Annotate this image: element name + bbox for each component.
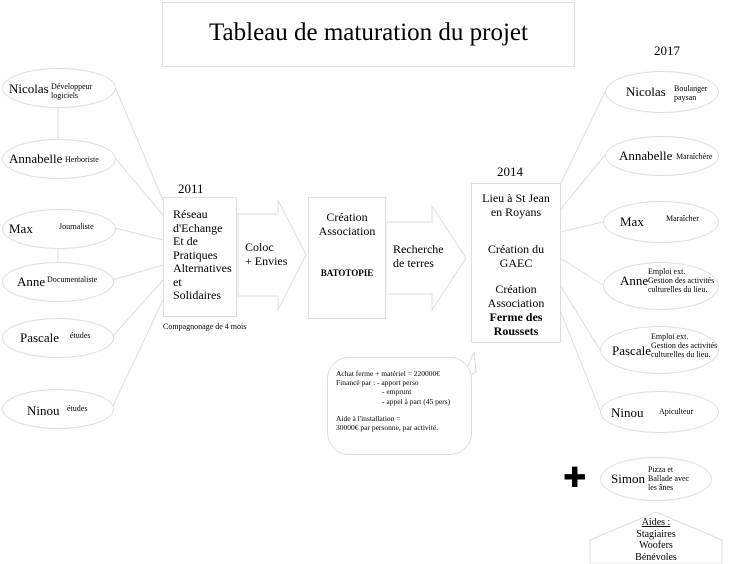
stage-association-box: Création Association BATOTOPIE [308,197,386,319]
arrow-coloc-text: Coloc + Envies [245,240,288,268]
right-person-ninou: Ninou Apiculteur [600,391,719,433]
stage-2014-box: Lieu à St Jean en Royans Création du GAE… [471,183,561,343]
arrow-recherche-text: Recherche de terres [393,242,444,270]
stage-2011-text: Réseau d'Echange Et de Pratiques Alterna… [173,207,232,302]
left-person-ninou: Ninou études [2,389,114,429]
right-person-pascale: Pascale Emploi ext. Gestion des activité… [600,326,719,374]
title-box: Tableau de maturation du projet [162,2,575,67]
right-person-nicolas: Nicolas Boulanger paysan [605,71,719,113]
plus-icon: ✚ [563,461,587,494]
finance-bubble: Achat ferme + matériel = 220000€ Financé… [327,357,472,455]
left-person-max: Max Journaliste [2,209,116,249]
year-2017: 2017 [654,43,680,58]
year-2014: 2014 [497,164,523,179]
year-2011: 2011 [178,181,204,196]
page-title: Tableau de maturation du projet [209,19,528,46]
ferme-des-roussets: Ferme des Roussets [489,310,543,338]
batotopie-label: BATOTOPIE [320,268,374,278]
left-person-nicolas: Nicolas Développeur logiciels [2,68,116,108]
right-person-annabelle: Annabelle Maraîchère [605,136,719,176]
right-person-simon: Simon Pizza et Ballade avec les ânes [600,457,712,501]
stage-2011-box: Réseau d'Echange Et de Pratiques Alterna… [163,197,237,317]
right-person-max: Max Maraîcher [603,201,719,243]
left-person-annabelle: Annabelle Herboriste [2,139,116,179]
stage-2011-note: Compagnonage de 4 mois [163,322,247,331]
right-person-anne: Anne Emploi ext. Gestion des activités c… [603,262,719,310]
left-person-pascale: Pascale études [2,318,114,358]
aides-block: Aides : Stagiaires Woofers Bénévoles [635,517,677,563]
left-person-anne: Anne Documentaliste [2,262,114,302]
